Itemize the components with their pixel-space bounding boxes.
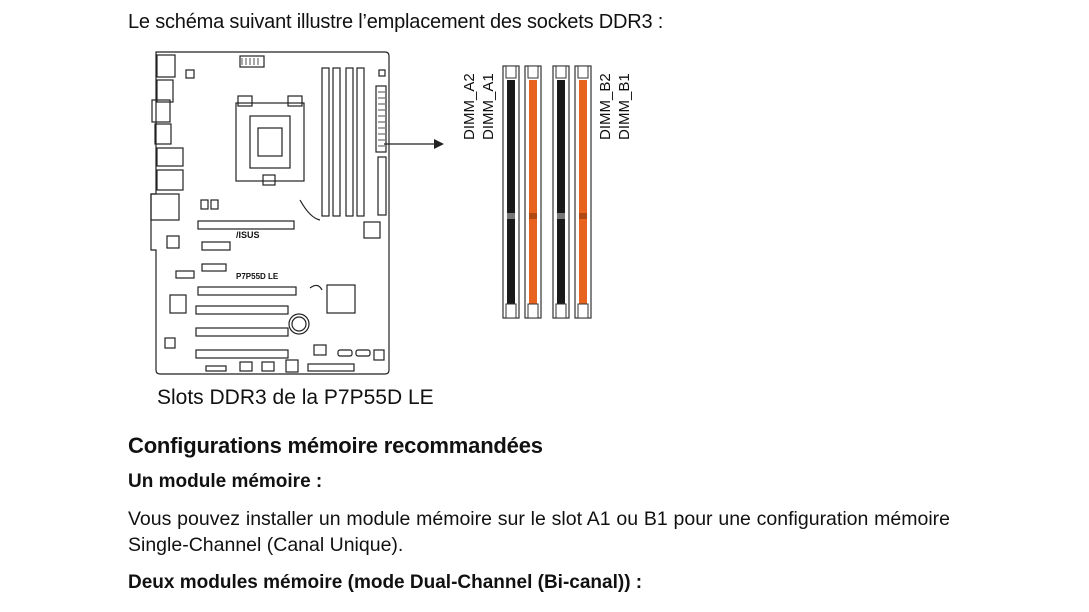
dimm-label-a1: DIMM_A1 [480,73,497,140]
pci-slot-1 [195,305,289,315]
chipset [326,284,356,314]
board-dimm-4 [356,67,365,217]
pci-slot-2 [195,327,289,337]
rear-io-6 [156,169,184,191]
pointer-arrow-head [434,139,444,149]
cpu-socket-frame [235,102,305,182]
rear-io-5 [156,147,184,167]
board-model-label: P7P55D LE [236,272,279,281]
figure-caption: Slots DDR3 de la P7P55D LE [157,386,434,409]
dimm-slot-b1 [574,65,592,319]
board-dimm-1 [321,67,330,217]
pci-slot-3 [195,349,289,359]
one-module-heading: Un module mémoire : [128,471,323,492]
board-brand-logo: /ISUS [236,230,260,240]
dimm-slot-b2 [552,65,570,319]
two-modules-heading: Deux modules mémoire (mode Dual-Channel … [128,572,643,593]
atx24-connector [375,85,387,153]
rear-io-7 [150,193,180,221]
dimm-label-b2: DIMM_B2 [597,73,614,140]
intro-text: Le schéma suivant illustre l’emplacement… [128,11,664,33]
board-dimm-2 [332,67,341,217]
board-outline [150,51,390,375]
rear-io-3 [151,99,171,123]
one-module-text: Vous pouvez installer un module mémoire … [128,508,950,556]
rear-io-1 [156,54,176,78]
dimm-label-b1: DIMM_B1 [616,73,633,140]
board-dimm-3 [345,67,354,217]
dimm-slot-a1 [524,65,542,319]
pcie-slot-2 [197,286,297,296]
pcie-x1-1 [201,241,231,251]
cmos-battery [288,313,310,335]
rear-io-2 [156,79,174,103]
pcie-slot-1 [197,220,295,230]
dimm-slot-a2 [502,65,520,319]
dimm-label-a2: DIMM_A2 [461,73,478,140]
atx12v-connector [239,55,265,68]
rear-io-4 [154,123,172,145]
section-title: Configurations mémoire recommandées [128,433,543,458]
pcie-x1-2 [201,263,227,272]
